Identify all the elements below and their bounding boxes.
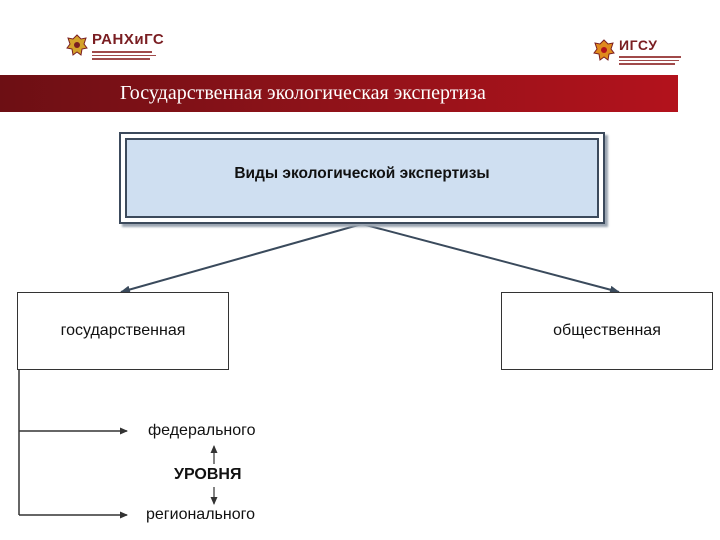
root-box-label: Виды экологической экспертизы (234, 165, 490, 182)
title-band (0, 75, 678, 112)
igsu-logo: ИГСУ (593, 38, 681, 65)
ranepa-logo: РАНХиГС (66, 32, 164, 60)
federal-level-label: федерального (148, 422, 256, 439)
public-expertise-box: общественная (501, 292, 713, 370)
regional-level-label: регионального (146, 506, 255, 523)
page-title: Государственная экологическая экспертиза (120, 82, 486, 104)
eagle-crest-icon (593, 39, 615, 62)
level-word-label: УРОВНЯ (174, 466, 242, 483)
state-expertise-box: государственная (17, 292, 229, 370)
root-box: Виды экологической экспертизы (119, 132, 605, 224)
logo-left-name: РАНХиГС (92, 31, 165, 48)
logo-right-name: ИГСУ (619, 37, 658, 53)
state-expertise-label: государственная (60, 322, 186, 339)
arrow-to-state (120, 223, 363, 294)
arrow-to-public (361, 223, 620, 294)
public-expertise-label: общественная (553, 322, 661, 339)
eagle-crest-icon (66, 34, 88, 56)
